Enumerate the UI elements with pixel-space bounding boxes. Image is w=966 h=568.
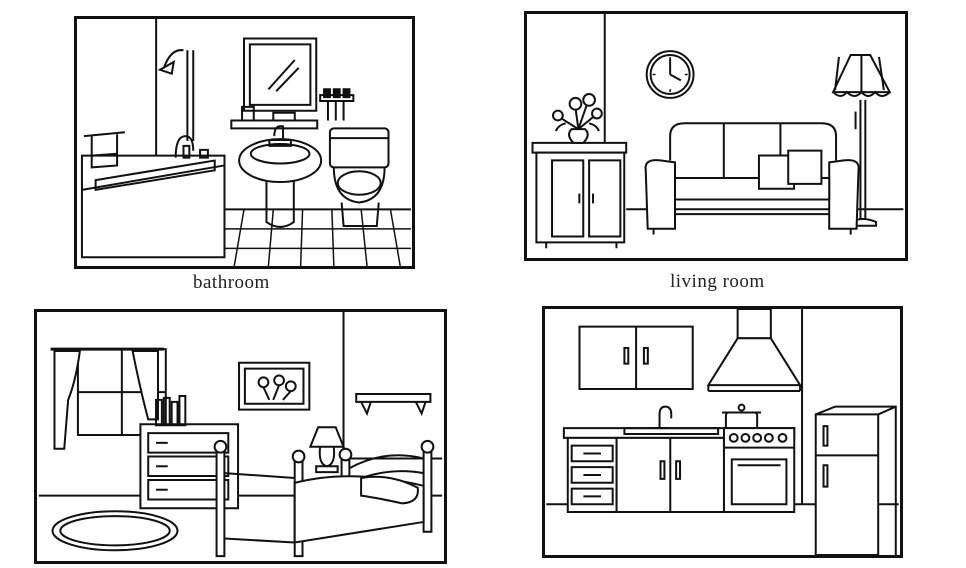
living-room-caption: living room — [670, 271, 765, 292]
cabinet-icon — [533, 143, 627, 248]
flower-vase-icon — [553, 94, 602, 143]
floor-lamp-icon — [833, 55, 890, 226]
kitchen-scene — [545, 309, 900, 555]
bedroom-panel — [34, 309, 447, 564]
wall-lamp-icon — [160, 50, 193, 141]
wall-clock-icon — [647, 51, 694, 98]
bathtub-icon — [82, 136, 225, 257]
bedroom-scene — [37, 312, 444, 561]
living-room-scene — [527, 14, 905, 258]
bathroom-panel — [74, 16, 415, 269]
mirror-icon — [244, 39, 316, 111]
bathroom-caption: bathroom — [193, 272, 270, 293]
range-hood-icon — [708, 309, 800, 391]
picture-frame-icon — [239, 363, 309, 410]
floor-tiles — [210, 209, 411, 266]
sofa-icon — [646, 123, 859, 234]
table-lamp-icon — [310, 427, 343, 472]
faucet-icon — [654, 407, 672, 428]
towel-rail-icon — [84, 132, 125, 167]
wall-cupboard-icon — [579, 327, 692, 389]
refrigerator-icon — [816, 407, 896, 555]
rug-icon — [53, 511, 178, 550]
pot-icon — [722, 405, 761, 430]
kitchen-panel — [542, 306, 903, 558]
sink-icon — [239, 126, 321, 227]
counter-icon — [564, 428, 794, 512]
toothbrush-holder-icon — [320, 89, 353, 120]
window-curtain-icon — [51, 349, 166, 449]
bed-icon — [215, 441, 434, 556]
oven-icon — [724, 428, 794, 512]
shelf-icon — [356, 394, 430, 414]
toilet-icon — [330, 128, 389, 226]
bathroom-scene — [77, 19, 412, 266]
bathroom-shelf — [231, 107, 317, 128]
living-room-panel — [524, 11, 908, 261]
